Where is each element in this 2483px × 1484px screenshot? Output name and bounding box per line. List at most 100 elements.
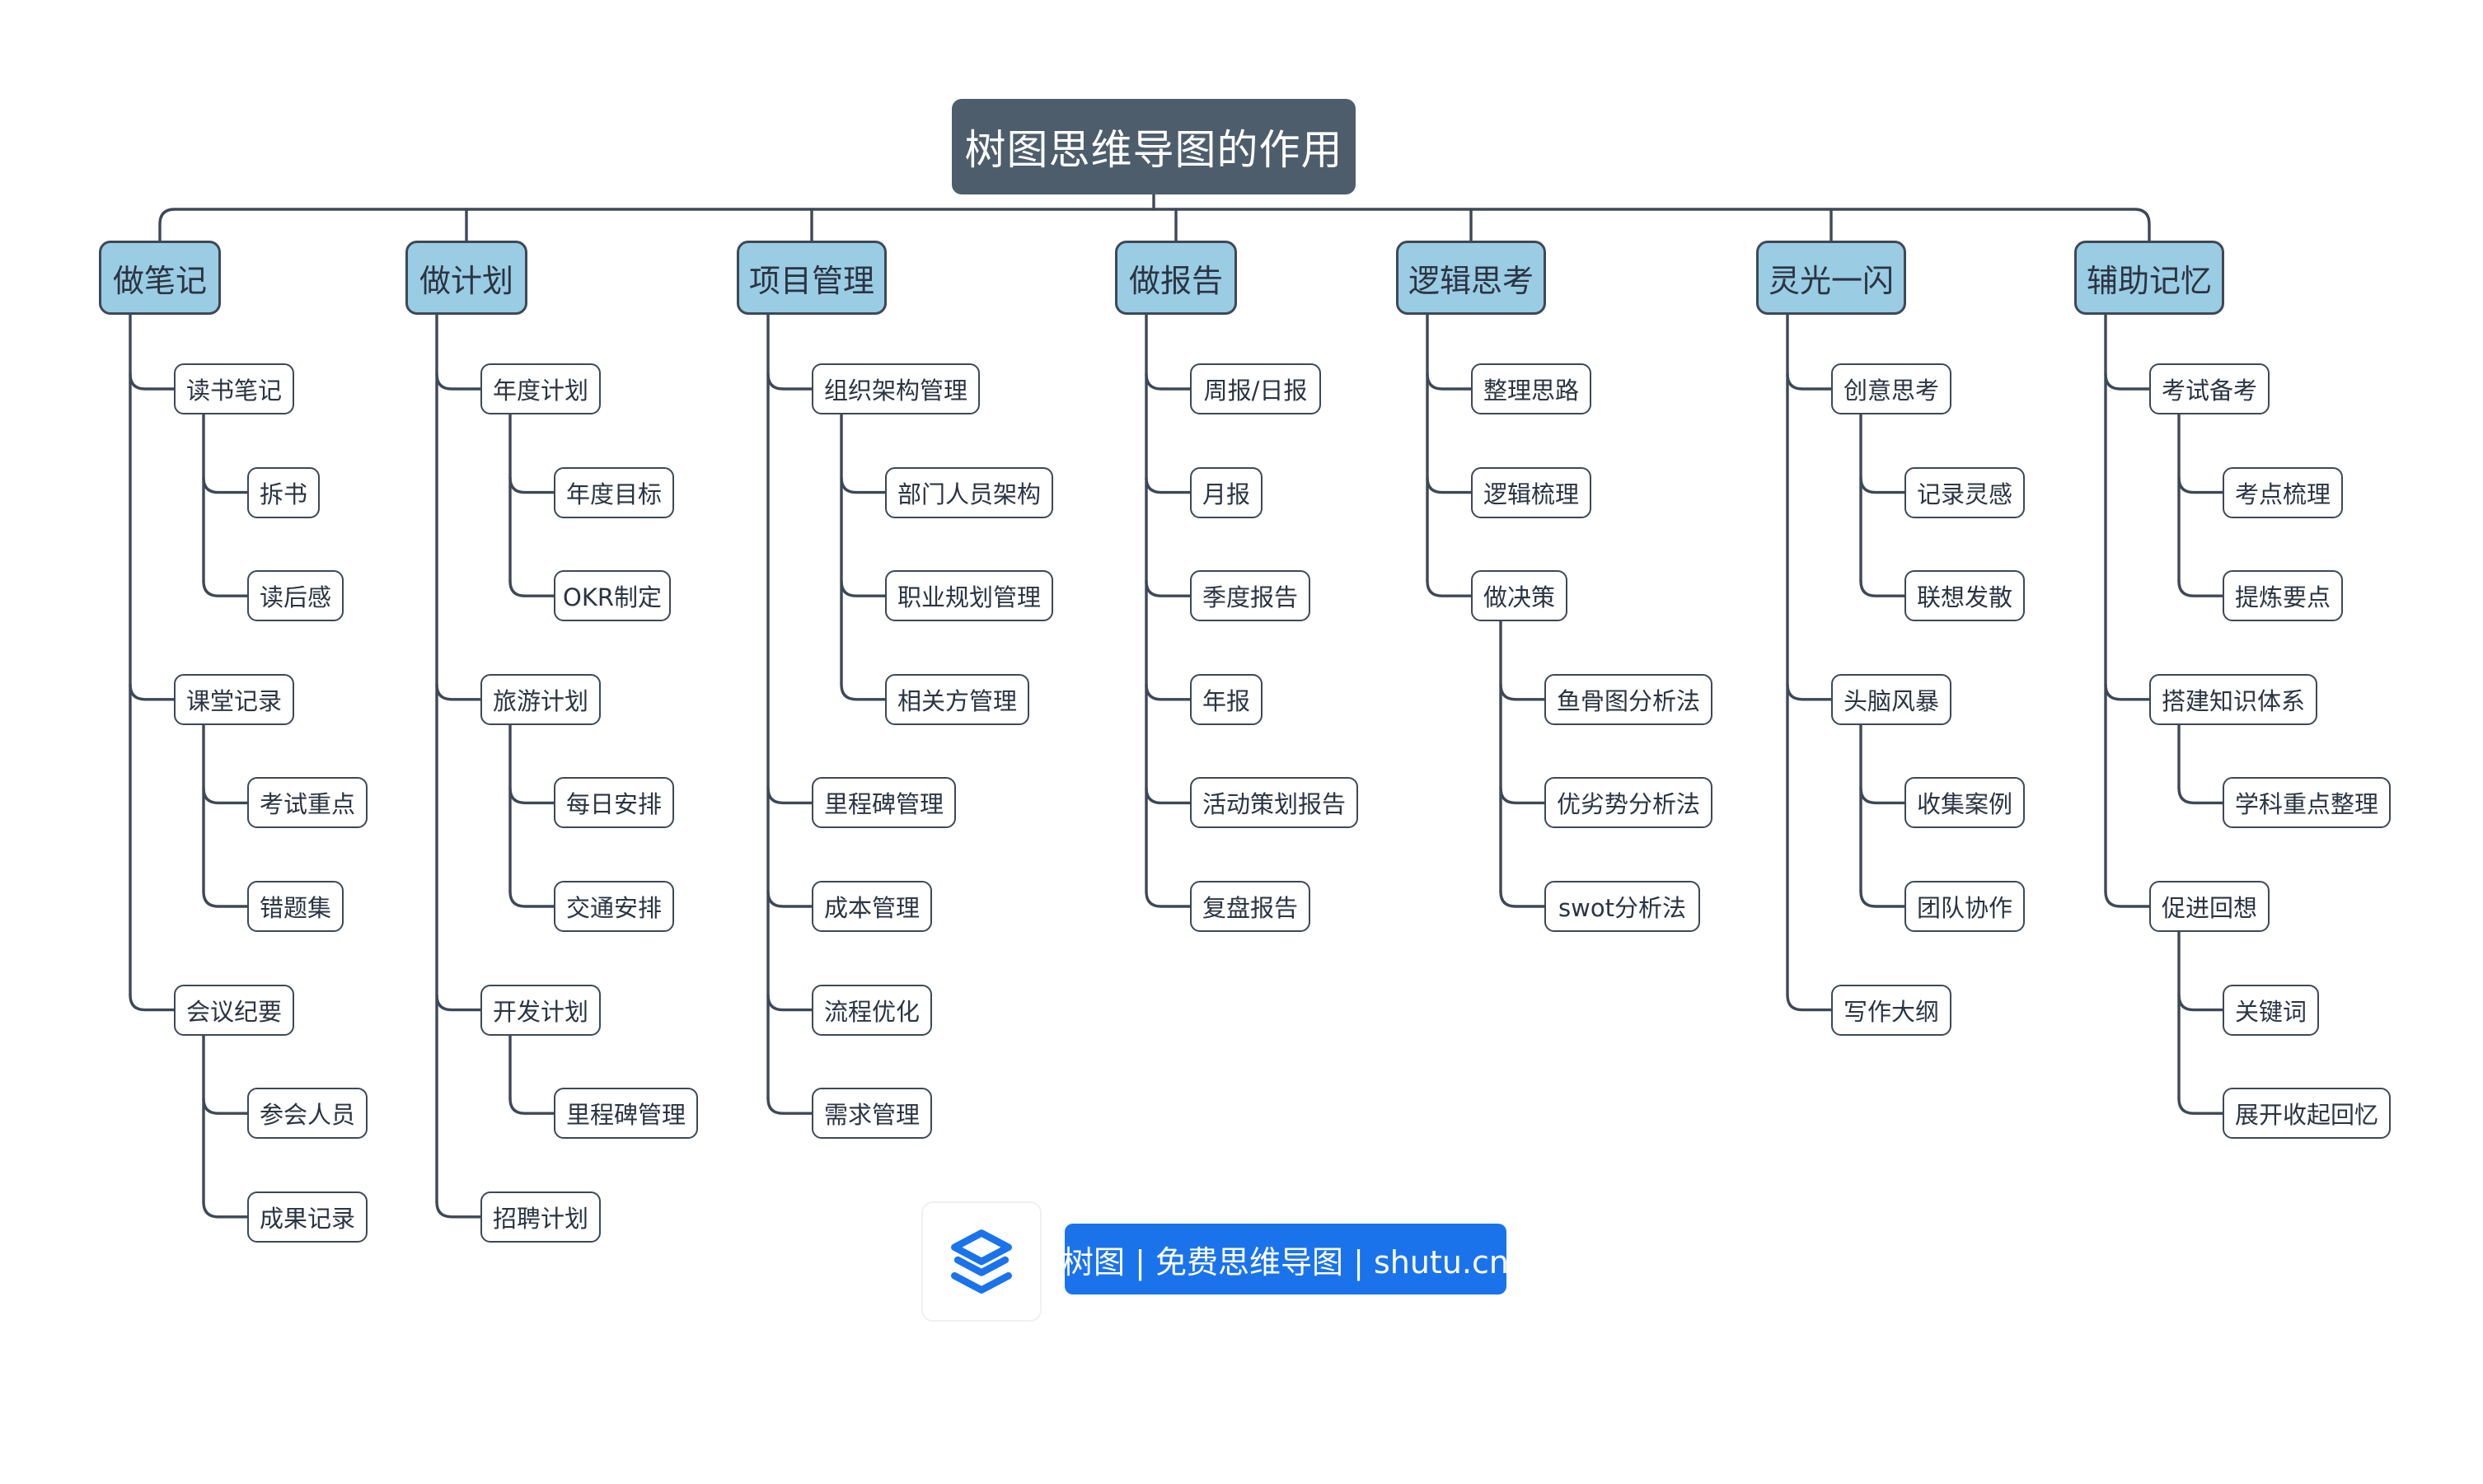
elbow-2-0-0 — [840, 475, 887, 494]
elbow-1-0-0 — [508, 475, 555, 494]
elbow-3-2 — [1145, 579, 1192, 597]
elbow-2-2 — [766, 890, 813, 908]
subtopic-1-1-0[interactable]: 每日安排 — [554, 777, 674, 829]
subtopic-6-0-1[interactable]: 提炼要点 — [2223, 570, 2343, 622]
topic-6-1[interactable]: 搭建知识体系 — [2149, 673, 2317, 725]
subtopic-1-0-0[interactable]: 年度目标 — [554, 466, 674, 518]
topic-1-1[interactable]: 旅游计划 — [480, 673, 601, 725]
subtopic-5-1-1[interactable]: 团队协作 — [1904, 881, 2025, 932]
subtopic-4-2-1[interactable]: 优劣势分析法 — [1544, 777, 1712, 829]
topic-5-0[interactable]: 创意思考 — [1831, 363, 1951, 414]
subtopic-2-0-2[interactable]: 相关方管理 — [885, 673, 1029, 725]
topic-0-0[interactable]: 读书笔记 — [174, 363, 294, 414]
elbow-6-2 — [2104, 890, 2151, 908]
topic-3-4[interactable]: 活动策划报告 — [1190, 777, 1358, 829]
elbow-1-0-1 — [508, 579, 555, 597]
branch-5[interactable]: 灵光一闪 — [1756, 241, 1906, 315]
subtopic-0-2-1[interactable]: 成果记录 — [247, 1191, 368, 1243]
subtopic-6-1-0[interactable]: 学科重点整理 — [2223, 777, 2391, 829]
branch-6[interactable]: 辅助记忆 — [2074, 241, 2224, 315]
subtopic-6-2-0[interactable]: 关键词 — [2223, 984, 2319, 1036]
topic-0-2[interactable]: 会议纪要 — [174, 984, 294, 1036]
branch-2[interactable]: 项目管理 — [737, 241, 887, 315]
subtopic-1-2-0[interactable]: 里程碑管理 — [554, 1088, 698, 1140]
subtopic-4-2-0[interactable]: 鱼骨图分析法 — [1544, 673, 1712, 725]
topic-3-2[interactable]: 季度报告 — [1190, 570, 1310, 622]
topic-4-0[interactable]: 整理思路 — [1471, 363, 1591, 414]
elbow-4-1 — [1426, 475, 1473, 494]
topic-4-1[interactable]: 逻辑梳理 — [1471, 466, 1591, 518]
topic-3-5[interactable]: 复盘报告 — [1190, 881, 1310, 932]
subtopic-1-1-1[interactable]: 交通安排 — [554, 881, 674, 932]
subtopic-2-0-1[interactable]: 职业规划管理 — [885, 570, 1053, 622]
topic-5-2[interactable]: 写作大纲 — [1831, 984, 1951, 1036]
topic-1-0[interactable]: 年度计划 — [480, 363, 601, 414]
elbow-0-2-1 — [202, 1201, 249, 1219]
subtopic-6-2-1[interactable]: 展开收起回忆 — [2223, 1088, 2391, 1140]
topic-0-1[interactable]: 课堂记录 — [174, 673, 294, 725]
subtopic-5-0-0[interactable]: 记录灵感 — [1904, 466, 2025, 518]
elbow-0-0-0 — [202, 475, 249, 494]
elbow-1-1-0 — [508, 786, 555, 805]
topic-6-2[interactable]: 促进回想 — [2149, 881, 2270, 932]
subtopic-2-0-0[interactable]: 部门人员架构 — [885, 466, 1053, 518]
root-bus-line — [158, 208, 2151, 242]
elbow-5-1-0 — [1859, 786, 1906, 805]
elbow-2-0-2 — [840, 683, 887, 701]
elbow-4-2-2 — [1499, 890, 1546, 908]
elbow-1-2-0 — [508, 1097, 555, 1115]
subtopic-6-0-0[interactable]: 考点梳理 — [2223, 466, 2343, 518]
topic-2-1[interactable]: 里程碑管理 — [812, 777, 956, 829]
elbow-2-3 — [766, 993, 813, 1012]
elbow-5-0-0 — [1859, 475, 1906, 494]
topic-3-3[interactable]: 年报 — [1190, 673, 1263, 725]
subtopic-4-2-2[interactable]: swot分析法 — [1544, 881, 1700, 932]
shutu-banner[interactable]: 树图 | 免费思维导图 | shutu.cn — [1062, 1224, 1509, 1294]
elbow-5-0 — [1786, 372, 1833, 391]
topic-2-3[interactable]: 流程优化 — [812, 984, 932, 1036]
elbow-4-0 — [1426, 372, 1473, 391]
elbow-0-0 — [129, 372, 176, 391]
topic-2-0[interactable]: 组织架构管理 — [812, 363, 980, 414]
subtopic-5-0-1[interactable]: 联想发散 — [1904, 570, 2025, 622]
elbow-1-2 — [435, 993, 482, 1012]
topic-2-4[interactable]: 需求管理 — [812, 1088, 932, 1140]
topic-1-2[interactable]: 开发计划 — [480, 984, 601, 1036]
subtopic-0-0-1[interactable]: 读后感 — [247, 570, 344, 622]
elbow-6-0-1 — [2177, 579, 2224, 597]
subtopic-0-1-0[interactable]: 考试重点 — [247, 777, 368, 829]
elbow-4-2-1 — [1499, 786, 1546, 805]
elbow-6-1-0 — [2177, 786, 2224, 805]
elbow-0-1-0 — [202, 786, 249, 805]
topic-5-1[interactable]: 头脑风暴 — [1831, 673, 1951, 725]
branch-1[interactable]: 做计划 — [405, 241, 527, 315]
topic-2-2[interactable]: 成本管理 — [812, 881, 932, 932]
elbow-3-3 — [1145, 683, 1192, 701]
elbow-6-0-0 — [2177, 475, 2224, 494]
elbow-6-0 — [2104, 372, 2151, 391]
topic-3-0[interactable]: 周报/日报 — [1190, 363, 1321, 414]
elbow-1-0 — [435, 372, 482, 391]
elbow-5-0-1 — [1859, 579, 1906, 597]
subtopic-0-2-0[interactable]: 参会人员 — [247, 1088, 368, 1140]
elbow-0-0-1 — [202, 579, 249, 597]
elbow-1-3 — [435, 1201, 482, 1219]
branch-0[interactable]: 做笔记 — [99, 241, 221, 315]
subtopic-0-1-1[interactable]: 错题集 — [247, 881, 344, 932]
topic-6-0[interactable]: 考试备考 — [2149, 363, 2270, 414]
elbow-1-1 — [435, 683, 482, 701]
elbow-6-2-1 — [2177, 1097, 2224, 1115]
subtopic-1-0-1[interactable]: OKR制定 — [554, 570, 671, 622]
branch-3[interactable]: 做报告 — [1115, 241, 1237, 315]
shutu-logo-mark — [951, 1229, 1012, 1294]
subtopic-0-0-0[interactable]: 拆书 — [247, 466, 320, 518]
branch-4[interactable]: 逻辑思考 — [1396, 241, 1546, 315]
elbow-3-4 — [1145, 786, 1192, 805]
topic-3-1[interactable]: 月报 — [1190, 466, 1263, 518]
topic-4-2[interactable]: 做决策 — [1471, 570, 1567, 622]
elbow-4-2-0 — [1499, 683, 1546, 701]
topic-1-3[interactable]: 招聘计划 — [480, 1191, 601, 1243]
root-topic[interactable]: 树图思维导图的作用 — [952, 99, 1356, 194]
subtopic-5-1-0[interactable]: 收集案例 — [1904, 777, 2025, 829]
